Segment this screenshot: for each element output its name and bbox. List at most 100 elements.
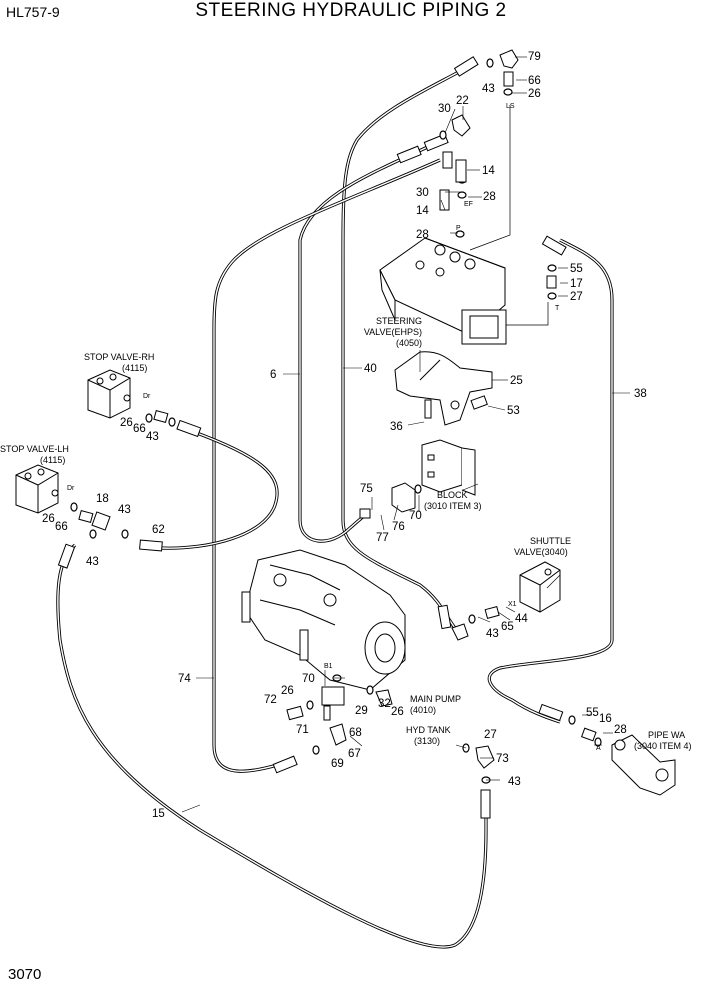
callout: 14	[482, 165, 495, 177]
callout: 66	[133, 423, 146, 435]
port-label-dr-lh: Dr	[67, 485, 75, 492]
steering-valve-label-line-1: STEERING	[376, 316, 422, 326]
page-number: 3070	[8, 966, 42, 983]
callout: 44	[515, 613, 528, 625]
callout: 67	[348, 748, 361, 760]
callout: 62	[152, 524, 165, 536]
elbow-icon	[329, 49, 519, 769]
component-labels: STEERING VALVE(EHPS) (4050) STOP VALVE-R…	[0, 316, 692, 751]
hoses	[56, 66, 614, 949]
callout: 29	[355, 705, 368, 717]
callout: 66	[55, 521, 68, 533]
callout: 38	[634, 388, 647, 400]
callout: 36	[390, 421, 403, 433]
port-labels: LS EF P T Dr Dr B1 X1 A	[67, 103, 601, 752]
callout: 16	[599, 713, 612, 725]
callout: 53	[507, 405, 520, 417]
callout: 43	[482, 83, 495, 95]
callout: 69	[331, 758, 344, 770]
shuttle-valve-label-line-1: SHUTTLE	[530, 536, 571, 546]
callout: 70	[409, 510, 422, 522]
callout: 76	[392, 521, 405, 533]
callout: 43	[146, 431, 159, 443]
callout: 22	[456, 95, 469, 107]
callout: 43	[118, 504, 131, 516]
hose-62	[159, 426, 279, 550]
main-pump-icon	[241, 549, 406, 706]
hyd-tank-label-line-1: HYD TANK	[406, 725, 451, 735]
hyd-tank-label-line-2: (3130)	[414, 736, 440, 746]
port-label-ef: EF	[464, 201, 473, 208]
port-label-p: P	[456, 225, 461, 232]
stop-valve-lh-label-line-1: STOP VALVE-LH	[0, 444, 69, 454]
callout: 70	[302, 673, 315, 685]
callouts: 79 66 26 43 22 30 14 30 28 14 28 55 17 2…	[42, 51, 647, 820]
callout: 15	[152, 808, 165, 820]
pipe-wa-label-line-1: PIPE WA	[648, 730, 685, 740]
callout: 27	[570, 291, 583, 303]
callout: 40	[364, 363, 377, 375]
callout: 79	[528, 51, 541, 63]
callout: 26	[281, 685, 294, 697]
callout: 28	[614, 724, 627, 736]
shuttle-valve-icon	[519, 561, 561, 613]
hose-38	[487, 238, 614, 724]
callout: 30	[416, 187, 429, 199]
callout: 43	[508, 776, 521, 788]
callout: 26	[391, 706, 404, 718]
port-label-dr-rh: Dr	[143, 393, 151, 400]
block-icon	[391, 439, 476, 513]
steering-valve-label-line-3: (4050)	[396, 338, 422, 348]
callout: 55	[570, 263, 583, 275]
block-label-line-1: BLOCK	[437, 490, 468, 500]
shuttle-valve-label-line-2: VALVE(3040)	[514, 547, 568, 557]
callout: 26	[528, 88, 541, 100]
callout: 68	[349, 727, 362, 739]
pipe-wa-icon	[611, 734, 676, 796]
port-label-a: A	[596, 745, 601, 752]
pipe-wa-label-line-2: (3040 ITEM 4)	[634, 741, 692, 751]
stop-valve-lh-label-line-2: (4115)	[40, 455, 65, 465]
callout: 28	[416, 229, 429, 241]
callout: 74	[178, 673, 191, 685]
callout: 6	[270, 369, 276, 381]
callout: 30	[438, 103, 451, 115]
port-label-t: T	[555, 305, 560, 312]
callout: 65	[501, 621, 514, 633]
callout: 43	[86, 556, 99, 568]
callout: 17	[570, 278, 583, 290]
bracket-icon	[394, 351, 493, 426]
callout: 75	[360, 483, 373, 495]
page-title: STEERING HYDRAULIC PIPING 2	[195, 0, 507, 21]
port-label-b1: B1	[324, 663, 333, 670]
stop-valve-rh-label-line-2: (4115)	[122, 363, 147, 373]
steering-valve-icon	[379, 237, 507, 345]
callout: 66	[528, 75, 541, 87]
callout: 55	[586, 707, 599, 719]
main-pump-label-line-2: (4010)	[410, 705, 436, 715]
port-label-x1: X1	[508, 601, 517, 608]
fitting-icon	[78, 71, 597, 742]
model-number: HL757-9	[6, 4, 60, 20]
callout: 72	[264, 694, 277, 706]
block-label-line-2: (3010 ITEM 3)	[424, 501, 482, 511]
callout: 27	[484, 729, 497, 741]
callout: 73	[496, 753, 509, 765]
main-pump-label-line-1: MAIN PUMP	[410, 694, 461, 704]
callout: 26	[42, 513, 55, 525]
port-label-ls: LS	[506, 103, 515, 110]
callout: 25	[510, 375, 523, 387]
callout: 71	[296, 724, 309, 736]
stop-valve-rh-label-line-1: STOP VALVE-RH	[84, 352, 154, 362]
callout: 18	[96, 493, 109, 505]
callout: 43	[486, 628, 499, 640]
callout: 28	[483, 191, 496, 203]
callout: 32	[378, 698, 391, 710]
callout: 14	[416, 205, 429, 217]
callout: 77	[376, 532, 389, 544]
callout: 26	[120, 417, 133, 429]
stop-valve-icon	[87, 369, 131, 419]
leader-lines	[181, 56, 630, 813]
stop-valve-icon	[15, 464, 59, 514]
